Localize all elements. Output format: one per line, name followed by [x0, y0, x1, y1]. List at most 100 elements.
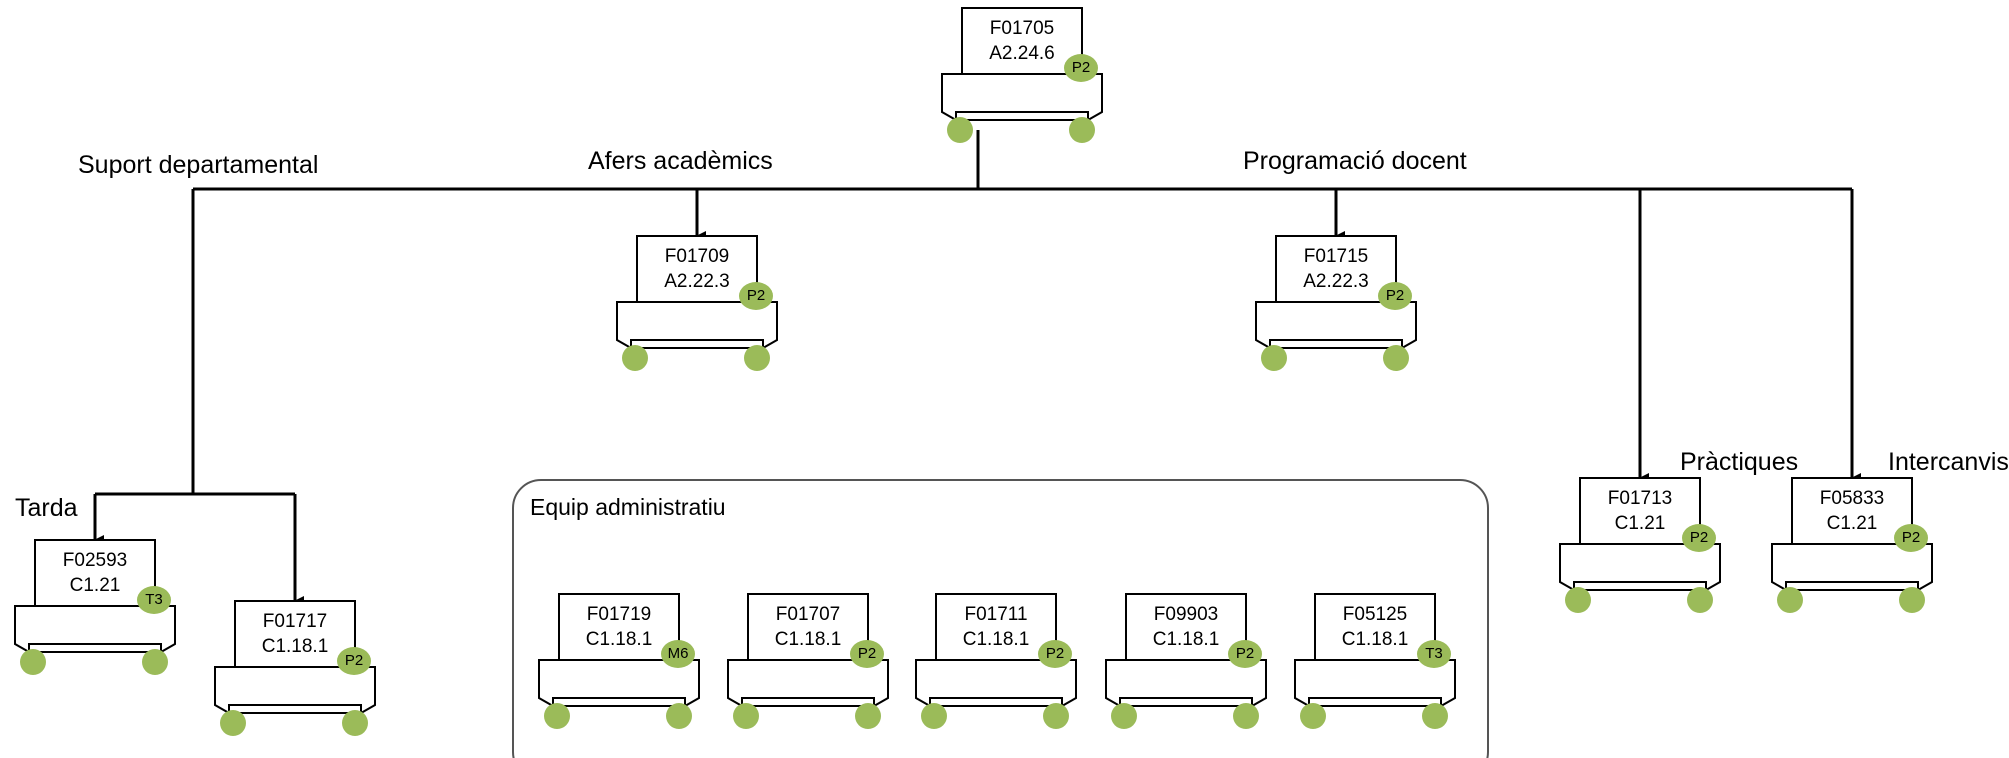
position-node-f01719: [538, 593, 700, 729]
node-badge-label: P2: [746, 287, 766, 304]
node-grade: C1.21: [69, 575, 121, 596]
node-badge: [661, 640, 695, 668]
position-node-f01705: [941, 7, 1103, 143]
node-grade: C1.18.1: [1341, 629, 1409, 650]
node-wheel-right: [342, 710, 368, 736]
node-base: [616, 301, 778, 350]
node-code: F01711: [964, 604, 1028, 625]
connector-lines: [93, 130, 1861, 606]
node-grade: C1.18.1: [774, 629, 842, 650]
node-code: F01713: [1607, 488, 1673, 509]
node-badge: [1417, 640, 1451, 668]
node-grade: A2.24.6: [989, 43, 1055, 64]
node-grade: A2.22.3: [664, 271, 730, 292]
node-wheel-left: [20, 649, 46, 675]
position-node-f05833: [1771, 477, 1933, 613]
node-wheel-left: [1300, 703, 1326, 729]
node-badge-label: P2: [857, 645, 877, 662]
node-code: F01705: [989, 18, 1055, 39]
position-node-f02593: [14, 539, 176, 675]
node-wheel-right: [1233, 703, 1259, 729]
node-wheel-left: [1261, 345, 1287, 371]
node-wheel-right: [1043, 703, 1069, 729]
node-base: [1294, 659, 1456, 708]
node-code: F01717: [262, 611, 328, 632]
node-base: [727, 659, 889, 708]
node-code: F01707: [775, 604, 841, 625]
node-grade: C1.18.1: [585, 629, 653, 650]
node-box: [34, 539, 156, 607]
node-wheel-left: [1565, 587, 1591, 613]
node-wheel-left: [947, 117, 973, 143]
node-badge: [1682, 524, 1716, 552]
node-grade: C1.18.1: [962, 629, 1030, 650]
position-node-f09903: [1105, 593, 1267, 729]
node-base: [1105, 659, 1267, 708]
node-wheel-left: [733, 703, 759, 729]
node-box: [961, 7, 1083, 75]
node-badge-label: P2: [1689, 529, 1709, 546]
node-grade: A2.22.3: [1303, 271, 1369, 292]
node-base: [915, 659, 1077, 708]
node-grade: C1.21: [1826, 513, 1878, 534]
node-box: [1314, 593, 1436, 661]
node-code: F01715: [1303, 246, 1369, 267]
group-box-equip-administratiu: [512, 479, 1489, 758]
node-grade: C1.18.1: [261, 636, 329, 657]
node-badge: [1038, 640, 1072, 668]
node-code: F01709: [664, 246, 730, 267]
node-base: [1255, 301, 1417, 350]
node-grade: C1.21: [1614, 513, 1666, 534]
node-box: [234, 600, 356, 668]
node-box: [1579, 477, 1701, 545]
node-badge: [1064, 54, 1098, 82]
node-box: [935, 593, 1057, 661]
node-wheel-left: [220, 710, 246, 736]
node-code: F05833: [1819, 488, 1885, 509]
node-wheel-right: [1383, 345, 1409, 371]
label-practiques: Pràctiques: [1680, 448, 1799, 476]
node-badge: [1228, 640, 1262, 668]
node-badge: [1378, 282, 1412, 310]
node-grade: C1.18.1: [1152, 629, 1220, 650]
node-wheel-right: [1422, 703, 1448, 729]
node-base: [214, 666, 376, 715]
node-wheel-left: [622, 345, 648, 371]
node-wheel-right: [1899, 587, 1925, 613]
node-badge-label: P2: [1901, 529, 1921, 546]
node-badge: [1894, 524, 1928, 552]
node-badge-label: M6: [667, 645, 689, 662]
position-node-f01707: [727, 593, 889, 729]
position-node-f01711: [915, 593, 1077, 729]
node-base: [538, 659, 700, 708]
node-badge: [337, 647, 371, 675]
node-code: F02593: [62, 550, 128, 571]
node-code: F09903: [1153, 604, 1219, 625]
node-badge-label: P2: [1045, 645, 1065, 662]
node-box: [1125, 593, 1247, 661]
node-box: [747, 593, 869, 661]
position-node-f05125: [1294, 593, 1456, 729]
node-badge-label: T3: [1425, 645, 1443, 662]
node-badge-label: P2: [1071, 59, 1091, 76]
node-box: [636, 235, 758, 303]
node-badge-label: T3: [145, 591, 163, 608]
node-wheel-left: [1777, 587, 1803, 613]
label-intercanvis: Intercanvis: [1888, 448, 2009, 476]
node-code: F01719: [586, 604, 652, 625]
node-wheel-right: [1687, 587, 1713, 613]
label-tarda: Tarda: [15, 494, 78, 522]
node-box: [558, 593, 680, 661]
label-programacio-docent: Programació docent: [1243, 147, 1467, 175]
node-base: [1771, 543, 1933, 592]
node-wheel-right: [1069, 117, 1095, 143]
node-wheel-right: [666, 703, 692, 729]
label-equip-administratiu: Equip administratiu: [530, 494, 726, 520]
node-box: [1791, 477, 1913, 545]
position-node-f01709: [616, 235, 778, 371]
node-wheel-left: [921, 703, 947, 729]
position-node-f01715: [1255, 235, 1417, 371]
position-node-f01713: [1559, 477, 1721, 613]
